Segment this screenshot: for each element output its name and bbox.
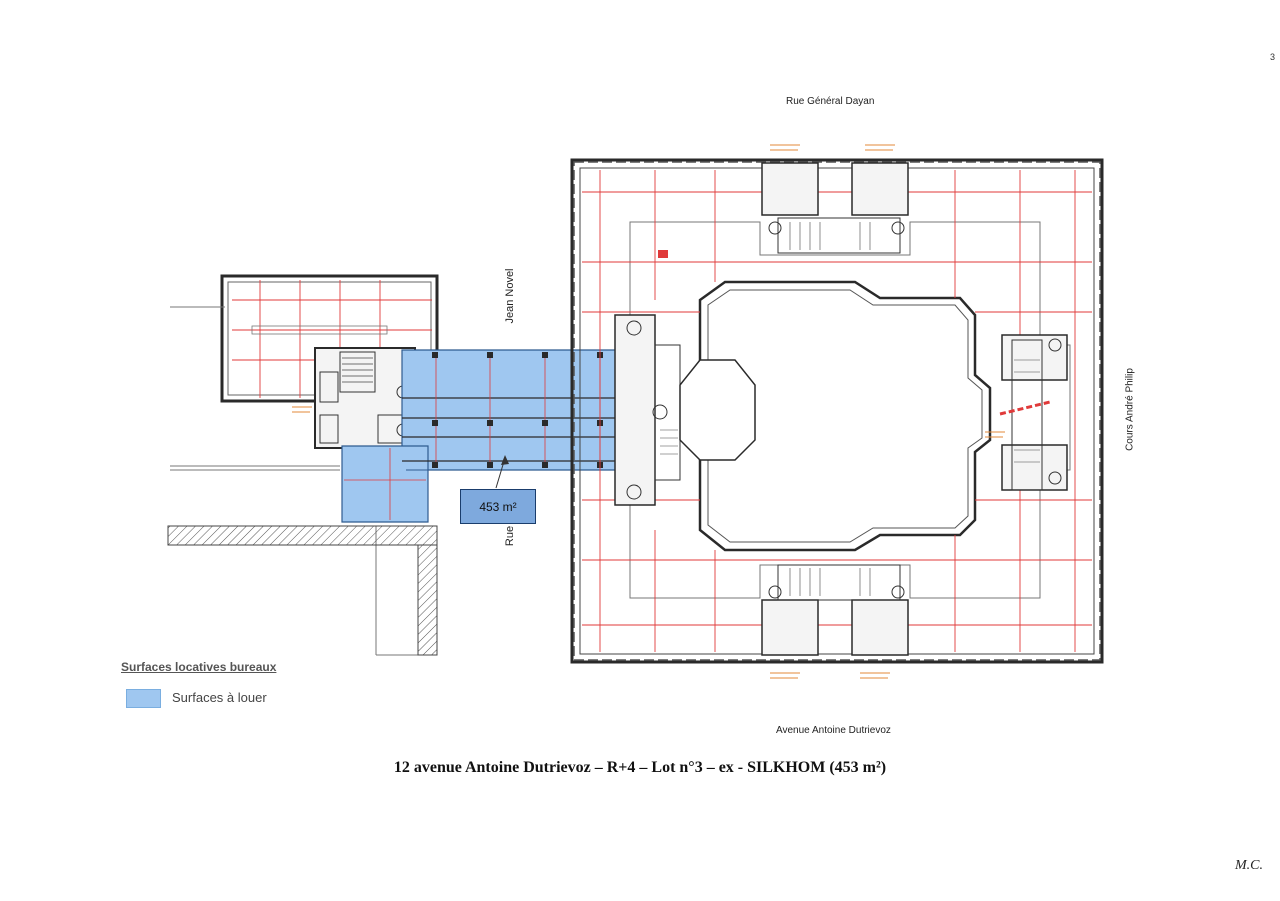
street-label-left-top: Jean Novel xyxy=(504,268,516,324)
area-label-box: 453 m² xyxy=(460,489,536,524)
legend-swatch-rental xyxy=(126,689,161,708)
street-label-top: Rue Général Dayan xyxy=(786,96,875,107)
main-building xyxy=(570,158,1104,664)
left-core xyxy=(314,347,416,449)
street-label-bottom: Avenue Antoine Dutrievoz xyxy=(776,725,891,736)
rental-surface xyxy=(341,349,637,523)
signature: M.C. xyxy=(1235,858,1263,873)
street-label-right: Cours André Philip xyxy=(1124,368,1136,451)
plan-caption: 12 avenue Antoine Dutrievoz – R+4 – Lot … xyxy=(393,759,887,776)
legend-title: Surfaces locatives bureaux xyxy=(121,660,277,674)
page-number: 3 xyxy=(1270,52,1276,62)
area-label: 453 m² xyxy=(479,499,517,514)
legend-label-rental: Surfaces à louer xyxy=(172,690,267,705)
